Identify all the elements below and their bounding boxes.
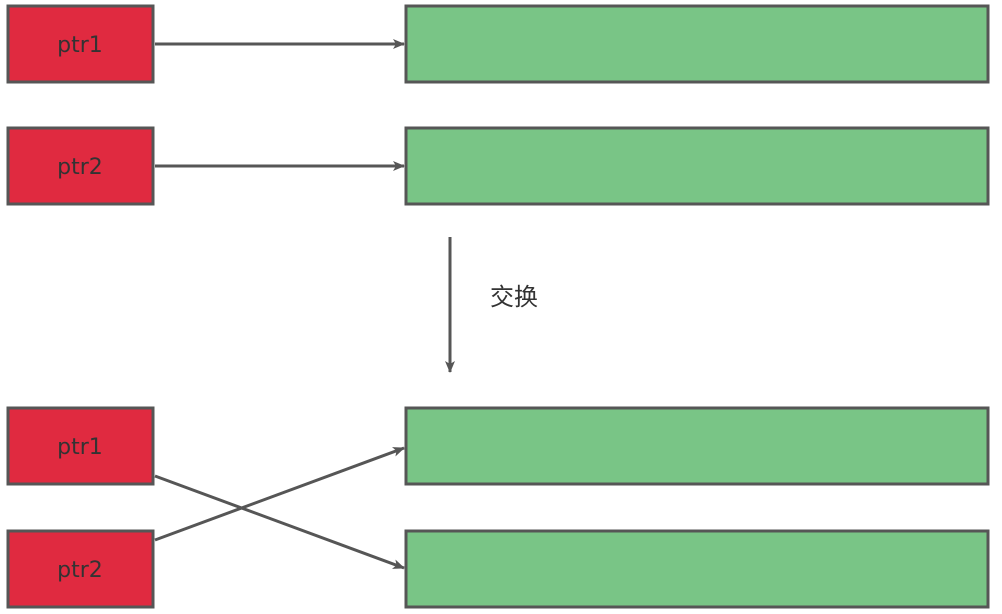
after-memory-block-1 xyxy=(404,406,990,486)
after-ptr1-box xyxy=(6,406,155,486)
before-ptr1-group: ptr1 xyxy=(6,4,155,84)
before-memory-block-1 xyxy=(404,4,990,84)
before-memory-block-2 xyxy=(404,126,990,206)
swap-step-label: 交换 xyxy=(490,283,538,311)
after-ptr2-label: ptr2 xyxy=(57,558,103,583)
after-ptr1-group: ptr1 xyxy=(6,406,155,486)
after-ptr1-label: ptr1 xyxy=(57,435,103,460)
before-ptr1-label: ptr1 xyxy=(57,33,103,58)
after-ptr2-box xyxy=(6,529,155,609)
after-ptr2-arrow-to-block-1 xyxy=(154,446,405,542)
before-ptr1-box xyxy=(6,4,155,84)
after-ptr1-arrow-to-block-2 xyxy=(154,474,405,570)
after-ptr2-group: ptr2 xyxy=(6,529,155,609)
before-ptr2-group: ptr2 xyxy=(6,126,155,206)
before-ptr2-label: ptr2 xyxy=(57,155,103,180)
before-ptr2-box xyxy=(6,126,155,206)
after-memory-block-2 xyxy=(404,529,990,609)
